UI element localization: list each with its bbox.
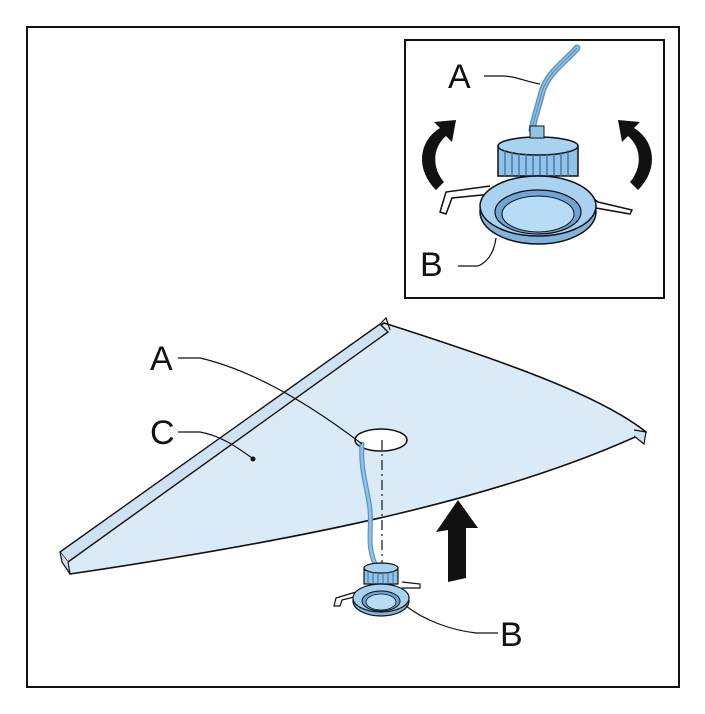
inset-label-b: B (420, 246, 443, 284)
main-clip-right (401, 581, 421, 589)
main-label-a: A (150, 340, 173, 378)
main-label-c: C (150, 414, 175, 452)
inset-label-a: A (448, 58, 471, 96)
rotate-right-arrow (618, 120, 652, 190)
inset-clip-left (439, 185, 493, 215)
main-light-fixture (333, 562, 421, 617)
ceiling-cutout (354, 428, 408, 452)
ceiling-panel (58, 316, 648, 575)
push-up-arrow (436, 500, 478, 582)
inset-leader-b (458, 237, 497, 267)
main-leader-a (178, 357, 363, 445)
main-clip-left (333, 591, 359, 607)
inset-leader-a (484, 75, 541, 85)
main-label-b: B (500, 616, 523, 654)
main-leader-c (178, 431, 253, 459)
main-leader-b (405, 605, 498, 634)
inset-heatsink (497, 125, 579, 178)
rotate-left-arrow (422, 120, 456, 190)
detail-inset: A B (404, 39, 665, 299)
inset-light-fixture (479, 175, 597, 245)
